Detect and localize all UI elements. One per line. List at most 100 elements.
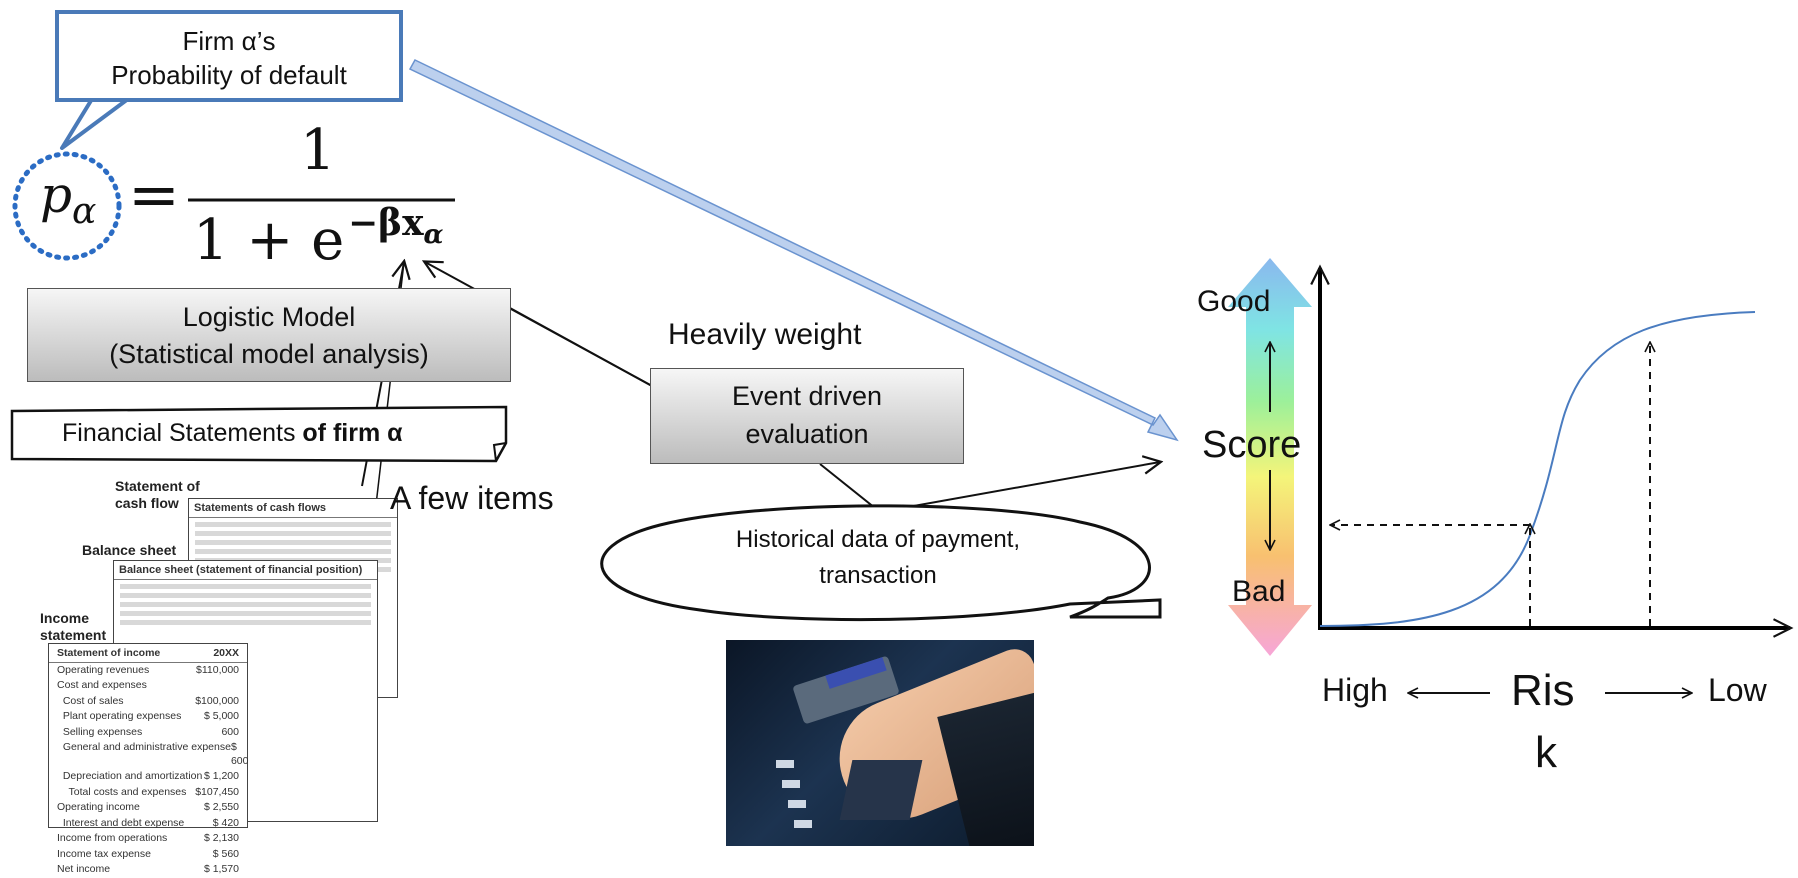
income-row: Plant operating expenses $ 5,000	[49, 709, 247, 725]
high-label: High	[1322, 672, 1388, 708]
formula-exponent: −βxα	[348, 202, 444, 250]
few-items-label: A few items	[390, 480, 554, 516]
atm-key-4	[794, 820, 812, 828]
atm-key-3	[788, 800, 806, 808]
fs-bold-suffix: of firm α	[302, 419, 403, 447]
risk-label-line2: k	[1535, 728, 1557, 777]
formula-equals: =	[128, 158, 180, 231]
income-row: Selling expenses 600	[49, 725, 247, 741]
income-row-label: Selling expenses	[57, 725, 143, 738]
income-row-value: $ 2,550	[203, 801, 239, 813]
income-row-label: Operating income	[57, 801, 140, 813]
income-title: Statement of income	[57, 647, 161, 659]
income-row-value: $ 420	[212, 816, 239, 829]
event-line2: evaluation	[745, 419, 869, 449]
logistic-model-box: Logistic Model (Statistical model analys…	[27, 288, 511, 382]
balance-sheet-label: Balance sheet	[82, 542, 177, 558]
risk-label-line1: Ris	[1511, 666, 1575, 715]
income-row-label: General and administrative expense	[57, 741, 231, 753]
big-diagonal-arrow	[408, 59, 1179, 442]
sigmoid-curve	[1319, 311, 1756, 627]
atm-card-photo-icon	[726, 640, 1034, 846]
income-row-label: Cost of sales	[57, 694, 124, 707]
low-label: Low	[1708, 672, 1767, 708]
formula-p-sub: α	[72, 191, 97, 232]
heavily-weight-label: Heavily weight	[668, 318, 862, 351]
formula-p: p	[40, 166, 73, 224]
income-row-value: $110,000	[195, 663, 239, 676]
formula-exponent-sub: α	[423, 220, 444, 251]
income-row: Income from operations$ 2,130	[49, 831, 247, 847]
income-row-label: Plant operating expenses	[57, 710, 182, 722]
logistic-line2: (Statistical model analysis)	[109, 339, 429, 369]
income-row: Income tax expense $ 560	[49, 847, 247, 863]
cash-flow-label: Statement of cash flow	[115, 478, 200, 512]
income-row-label: Total costs and expenses	[57, 785, 187, 798]
income-row-value: $ 2,130	[203, 832, 239, 844]
event-driven-box: Event driven evaluation	[650, 368, 964, 464]
balance-title: Balance sheet (statement of financial po…	[114, 561, 377, 580]
connector-event-to-historical	[819, 463, 881, 513]
historical-data-text: Historical data of payment, transaction	[598, 522, 1158, 602]
income-row-label: Operating revenues	[57, 663, 150, 676]
income-row-label: Cost and expenses	[57, 679, 147, 691]
income-row-value: $ 600	[230, 741, 249, 767]
income-label-line1: Income	[40, 610, 90, 626]
formula-exponent-text: −βx	[348, 202, 424, 244]
callout-line1: Firm α’s	[182, 26, 276, 56]
bad-label: Bad	[1232, 575, 1286, 608]
callout-line2: Probability of default	[111, 60, 347, 90]
cash-flow-label-line1: Statement of	[115, 478, 200, 494]
cash-flow-label-line2: cash flow	[115, 495, 179, 511]
callout-tail	[60, 97, 130, 150]
income-row-value: $ 560	[212, 847, 239, 860]
arrow-event-to-formula	[425, 262, 653, 387]
income-row: Depreciation and amortization$ 1,200	[49, 769, 247, 785]
income-statement-document: Statement of income 20XX Operating reven…	[48, 643, 248, 875]
income-row-value: $100,000	[195, 694, 239, 707]
atm-key-2	[782, 780, 800, 788]
income-row-label: Depreciation and amortization	[57, 770, 203, 782]
historical-bubble-shape	[600, 504, 1162, 622]
financial-statements-banner-shape	[10, 405, 508, 463]
income-row-value: $107,450	[195, 785, 239, 798]
p-alpha-dotted-circle	[12, 151, 122, 261]
income-label-line2: statement	[40, 627, 107, 643]
income-row: General and administrative expense$ 600	[49, 740, 249, 769]
good-label: Good	[1197, 285, 1271, 318]
income-row-label: Interest and debt expense	[57, 816, 185, 829]
formula-numerator: 1	[300, 118, 336, 183]
income-row-value: $ 1,570	[203, 863, 239, 875]
probability-callout: Firm α’s Probability of default	[55, 10, 403, 102]
formula-denominator: 1 + e	[193, 208, 344, 273]
income-row: Total costs and expenses $107,450	[49, 785, 247, 801]
score-label: Score	[1202, 424, 1302, 466]
income-row-value: 600	[221, 725, 239, 738]
income-header: Statement of income 20XX	[49, 646, 247, 663]
logistic-line1: Logistic Model	[182, 302, 356, 332]
financial-statements-banner: Financial Statements of firm α	[12, 407, 510, 459]
income-row-value: $ 5,000	[203, 710, 239, 722]
arrow-historical-to-score	[879, 462, 1160, 513]
income-row: Operating income $ 2,550	[49, 800, 247, 816]
income-row-label: Net income	[57, 863, 111, 875]
event-line1: Event driven	[731, 381, 883, 411]
historical-line1: Historical data of payment,	[735, 526, 1021, 553]
formula-denominator-base: 1 + e	[193, 208, 345, 273]
income-year: 20XX	[213, 647, 239, 659]
income-row-label: Income tax expense	[57, 847, 151, 860]
atm-keypad	[839, 760, 923, 820]
income-row: Operating revenues $110,000	[49, 663, 247, 679]
income-statement-label: Income statement	[40, 610, 106, 644]
diagram-canvas	[12, 59, 1798, 801]
fs-prefix: Financial Statements	[62, 419, 303, 447]
income-row: Cost of sales $100,000	[49, 694, 247, 710]
score-gradient-arrow	[1228, 258, 1312, 656]
formula-lhs: pα	[40, 166, 96, 232]
cash-flow-title: Statements of cash flows	[189, 499, 397, 518]
income-row: Interest and debt expense $ 420	[49, 816, 247, 832]
atm-key-1	[776, 760, 794, 768]
income-row: Net income $ 1,570	[49, 862, 247, 878]
historical-line2: transaction	[819, 562, 937, 589]
